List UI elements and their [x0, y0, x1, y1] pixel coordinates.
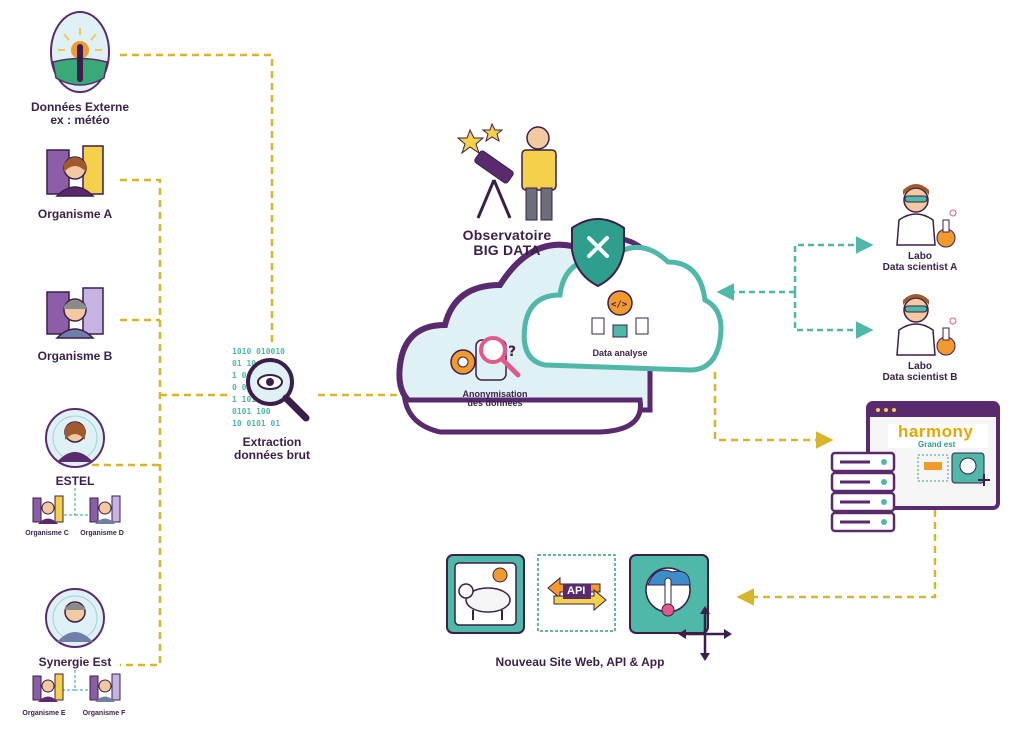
label-organisme-b: Organisme B: [37, 349, 113, 363]
sub-connectors: [62, 488, 92, 691]
synergie-icon: [45, 588, 105, 648]
svg-text:1 0 01: 1 0 01: [232, 371, 261, 380]
label-organisme-e: Organisme E: [22, 710, 66, 717]
anonymisation-icon: ?: [450, 336, 521, 381]
shield-x-icon: [571, 218, 625, 288]
label-organisme-d: Organisme D: [80, 530, 124, 537]
scientist-a-icon: [896, 184, 957, 248]
thermometer-cloud-icon: [629, 554, 732, 661]
label-estel: ESTEL: [55, 474, 95, 488]
svg-text:0101 100: 0101 100: [232, 407, 271, 416]
svg-text:</>: </>: [611, 300, 628, 310]
label-nouveau-site: Nouveau Site Web, API & App: [495, 655, 665, 669]
label-donnees-externe: Données Externe ex : météo: [30, 100, 130, 127]
svg-text:10 0101 01: 10 0101 01: [232, 419, 280, 428]
connector-externe: [120, 53, 274, 345]
label-data-analyse: Data analyse: [592, 348, 648, 358]
harmony-sub: Grand est: [918, 440, 956, 449]
svg-text:0 0101: 0 0101: [232, 383, 261, 392]
scientist-b-icon: [896, 294, 957, 356]
svg-text:1010 010010: 1010 010010: [232, 347, 285, 356]
label-organisme-f: Organisme F: [82, 710, 126, 717]
connectors-teal: [716, 236, 874, 339]
organisme-a-icon: [46, 145, 104, 197]
connector-lab-a: [793, 236, 874, 292]
organisme-f-icon: [89, 673, 121, 702]
organisme-e-icon: [32, 673, 64, 702]
server-rack-icon: [830, 451, 896, 533]
connector-lab-b: [793, 292, 874, 339]
organisme-b-icon: [46, 287, 104, 339]
cow-icon: [446, 554, 525, 634]
label-synergie-est: Synergie Est: [38, 655, 112, 669]
harmony-logo: harmony: [898, 422, 974, 441]
svg-text:1 1010: 1 1010: [232, 395, 261, 404]
organisme-d-icon: [89, 495, 121, 524]
magnifier-binary-icon: 1010 010010 01 10 1001 1 0 01 0 0101 1 1…: [232, 347, 310, 428]
label-organisme-a: Organisme A: [37, 207, 113, 221]
telescope-person-icon: [456, 122, 557, 221]
svg-text:?: ?: [508, 344, 516, 360]
label-lab-a: Labo Data scientist A: [882, 251, 958, 273]
data-analyse-icon: </>: [591, 290, 649, 338]
label-organisme-c: Organisme C: [25, 530, 69, 537]
label-observatoire: Observatoire BIG DATA: [462, 227, 552, 258]
api-label: API: [567, 585, 586, 597]
connector-to-harmony: [713, 372, 834, 449]
connector-to-app: [736, 510, 937, 606]
estel-icon: [45, 408, 105, 468]
connector-organisme-a: [120, 178, 162, 667]
label-lab-b: Labo Data scientist B: [882, 361, 958, 383]
label-anonymisation: Anonymisation des données: [462, 389, 528, 409]
organisme-c-icon: [32, 495, 64, 524]
sun-thermometer-icon: [50, 11, 110, 93]
label-extraction: Extraction données brut: [233, 435, 310, 462]
harmony-window: [866, 401, 1000, 510]
api-box: [537, 554, 616, 632]
